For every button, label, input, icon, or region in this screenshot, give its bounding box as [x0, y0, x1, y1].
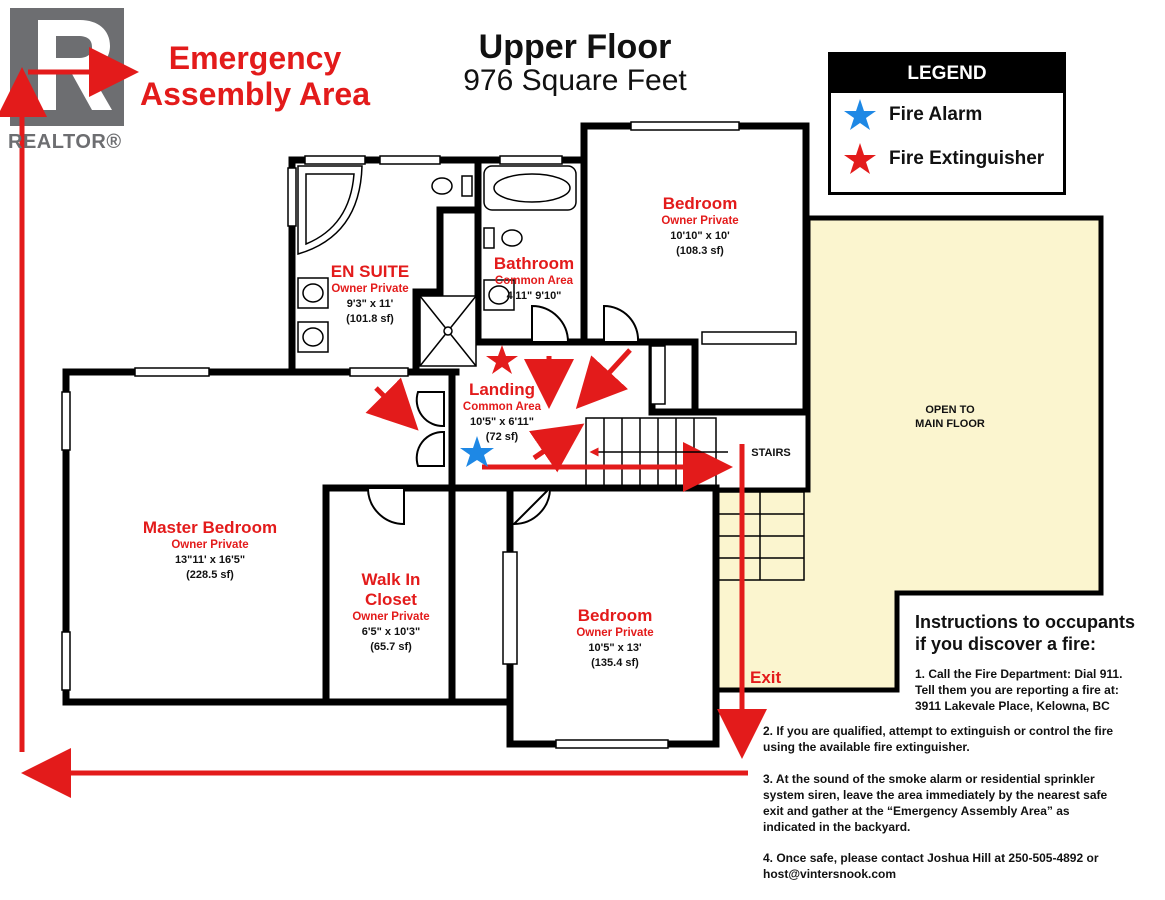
- instruction-line: using the available fire extinguisher.: [763, 740, 970, 754]
- room-landing: Landing Common Area 10'5" x 6'11" (72 sf…: [452, 380, 552, 445]
- room-usage: Owner Private: [661, 215, 739, 227]
- room-name: Bathroom: [493, 254, 575, 273]
- open-to-main-floor-area: [712, 215, 1104, 693]
- room-master-bedroom: Master Bedroom Owner Private 13"11' x 16…: [120, 518, 300, 583]
- room-en-suite: EN SUITE Owner Private 9'3" x 11' (101.8…: [300, 262, 440, 327]
- page-title: Upper Floor: [478, 28, 672, 66]
- room-usage: Common Area: [494, 275, 574, 287]
- instruction-line: 3. At the sound of the smoke alarm or re…: [763, 772, 1095, 786]
- red-star-icon: [486, 345, 518, 374]
- room-usage: Owner Private: [331, 283, 409, 295]
- instruction-line: indicated in the backyard.: [763, 820, 911, 834]
- room-dimensions: 10'5" x 6'11": [470, 416, 534, 428]
- instruction-step-3: 3. At the sound of the smoke alarm or re…: [763, 771, 1163, 835]
- room-usage: Common Area: [462, 401, 542, 413]
- open-label-line1: OPEN TO: [925, 404, 975, 416]
- room-area: (72 sf): [485, 431, 519, 443]
- instruction-step-2: 2. If you are qualified, attempt to exti…: [763, 723, 1163, 755]
- instruction-line: 4. Once safe, please contact Joshua Hill…: [763, 851, 1099, 865]
- legend-item-fire-extinguisher: Fire Extinguisher: [831, 137, 1063, 181]
- realtor-logo: [10, 8, 124, 126]
- room-dimensions: 6'5" x 10'3": [361, 626, 421, 638]
- evacuation-route: [0, 47, 767, 798]
- room-bathroom: Bathroom Common Area 4'11" 9'10": [478, 254, 590, 304]
- room-name: Closet: [365, 590, 417, 609]
- instruction-line: 3911 Lakevale Place, Kelowna, BC: [915, 699, 1110, 713]
- instruction-line: exit and gather at the “Emergency Assemb…: [763, 804, 1070, 818]
- room-area: (228.5 sf): [186, 569, 234, 581]
- legend-item-fire-alarm: Fire Alarm: [831, 93, 1063, 137]
- blue-star-icon: [844, 99, 876, 130]
- room-dimensions: 13"11' x 16'5": [174, 554, 246, 566]
- room-area: (135.4 sf): [591, 657, 639, 669]
- assembly-area-line1: Emergency: [168, 40, 342, 76]
- exit-label: Exit: [750, 668, 782, 687]
- room-name: Bedroom: [577, 606, 653, 625]
- instruction-line: 1. Call the Fire Department: Dial 911.: [915, 667, 1123, 681]
- legend: LEGEND Fire Alarm Fire Extinguisher: [828, 52, 1066, 195]
- legend-label: Fire Extinguisher: [889, 148, 1045, 169]
- instruction-line: system siren, leave the area immediately…: [763, 788, 1108, 802]
- room-area: (101.8 sf): [346, 313, 394, 325]
- assembly-area-line2: Assembly Area: [139, 76, 371, 112]
- room-name: EN SUITE: [330, 262, 410, 281]
- room-usage: Owner Private: [171, 539, 249, 551]
- page-subtitle: 976 Square Feet: [463, 64, 687, 97]
- room-dimensions: 9'3" x 11': [346, 298, 394, 310]
- legend-label: Fire Alarm: [889, 104, 983, 125]
- room-name: Master Bedroom: [142, 518, 278, 537]
- instructions-heading-line1: Instructions to occupants: [915, 612, 1136, 632]
- instructions-heading: Instructions to occupants if you discove…: [915, 611, 1155, 655]
- room-name: Bedroom: [662, 194, 738, 213]
- open-label-line2: MAIN FLOOR: [915, 418, 985, 430]
- assembly-area-label: Emergency Assembly Area: [130, 40, 380, 112]
- fixtures: [297, 165, 577, 367]
- legend-title: LEGEND: [831, 55, 1063, 93]
- stairs-label: STAIRS: [746, 446, 796, 460]
- instruction-step-4: 4. Once safe, please contact Joshua Hill…: [763, 850, 1163, 882]
- room-area: (108.3 sf): [676, 245, 724, 257]
- room-usage: Owner Private: [352, 611, 430, 623]
- room-bedroom-bottom: Bedroom Owner Private 10'5" x 13' (135.4…: [545, 606, 685, 671]
- room-dimensions: 10'5" x 13': [588, 642, 642, 654]
- windows: [61, 121, 797, 749]
- room-bedroom-top: Bedroom Owner Private 10'10" x 10' (108.…: [630, 194, 770, 259]
- blue-star-icon: [460, 436, 494, 467]
- open-to-main-floor-label: OPEN TO MAIN FLOOR: [890, 403, 1010, 431]
- instruction-step-1: 1. Call the Fire Department: Dial 911. T…: [915, 666, 1160, 714]
- room-name: Walk In: [361, 570, 421, 589]
- room-area: (65.7 sf): [370, 641, 412, 653]
- instructions-heading-line2: if you discover a fire:: [915, 634, 1097, 654]
- room-walk-in-closet: Walk In Closet Owner Private 6'5" x 10'3…: [330, 570, 452, 655]
- realtor-wordmark: REALTOR®: [8, 131, 122, 153]
- room-name: Landing: [468, 380, 536, 399]
- room-usage: Owner Private: [576, 627, 654, 639]
- instruction-line: host@vintersnook.com: [763, 867, 897, 881]
- room-dimensions: 4'11" 9'10": [506, 290, 562, 302]
- doors: [366, 304, 640, 526]
- instruction-line: 2. If you are qualified, attempt to exti…: [763, 724, 1114, 738]
- instruction-line: Tell them you are reporting a fire at:: [915, 683, 1119, 697]
- room-dimensions: 10'10" x 10': [670, 230, 730, 242]
- red-star-icon: [844, 143, 876, 174]
- staircase: [585, 417, 805, 581]
